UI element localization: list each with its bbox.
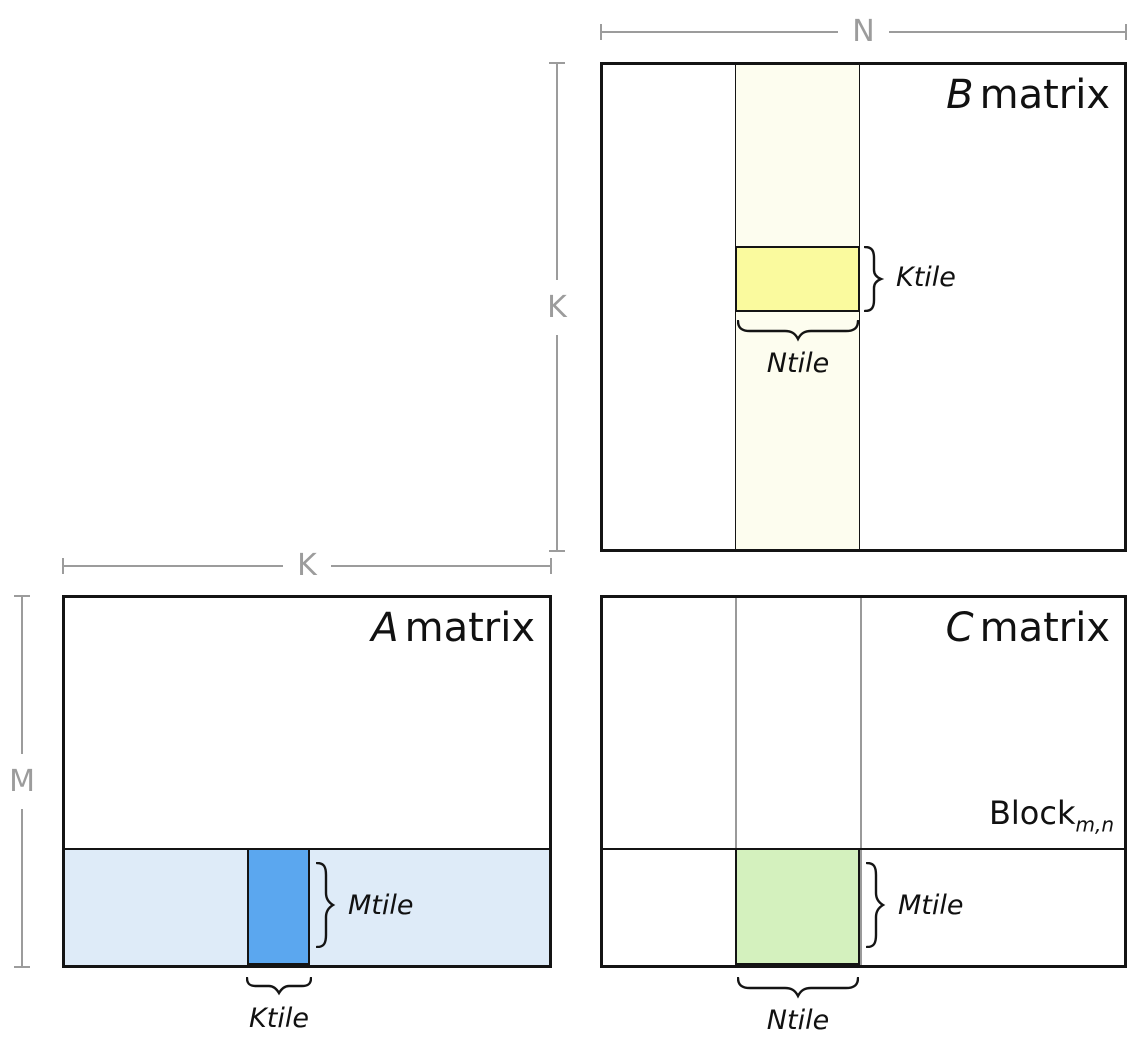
dimension-k-side: K [545, 62, 569, 552]
a-mtile-label: Mtile [348, 890, 414, 921]
dimension-m-label: M [9, 764, 35, 799]
a-ktile-label: Ktile [249, 1003, 309, 1034]
c-matrix-letter: C [945, 605, 974, 651]
b-ntile-label: Ntile [766, 348, 830, 379]
dimension-tick [549, 62, 565, 64]
dimension-line [602, 30, 839, 33]
dimension-tick [549, 550, 565, 552]
dimension-line [330, 564, 550, 567]
c-block-word: Block [988, 794, 1076, 832]
b-matrix-word: matrix [979, 72, 1110, 118]
b-ktile-brace [864, 246, 890, 312]
c-column-divider [860, 598, 862, 965]
dimension-n: N [600, 14, 1128, 49]
c-row-divider [603, 848, 1124, 850]
c-ntile-label: Ntile [766, 1005, 830, 1036]
a-matrix-letter: A [371, 605, 399, 651]
dimension-k-top: K [62, 548, 552, 583]
c-mtile-ntile-tile [735, 848, 860, 965]
dimension-line [64, 564, 284, 567]
dimension-k-top-label: K [297, 548, 317, 583]
c-matrix-word: matrix [979, 605, 1110, 651]
b-ntile-brace [737, 320, 859, 344]
a-matrix-word: matrix [404, 605, 535, 651]
dimension-line [556, 64, 558, 280]
dimension-tick [14, 595, 30, 597]
a-mtile-ktile-tile [247, 848, 310, 965]
c-block-subscript: m,n [1075, 812, 1114, 837]
dimension-line [556, 334, 558, 550]
dimension-tick [600, 23, 602, 40]
dimension-m: M [9, 595, 35, 968]
dimension-tick [14, 966, 30, 968]
dimension-line [21, 809, 23, 966]
dimension-line [888, 30, 1126, 33]
b-ktile-ntile-tile [735, 246, 860, 312]
c-mtile-label: Mtile [898, 890, 964, 921]
dimension-tick [550, 557, 552, 574]
dimension-line [21, 597, 23, 754]
b-matrix-letter: B [946, 72, 974, 118]
dimension-tick [1125, 23, 1128, 40]
dimension-n-label: N [852, 14, 875, 49]
c-block-label: Blockm,n [989, 794, 1114, 836]
c-column-divider [735, 598, 737, 965]
dimension-tick [62, 557, 64, 574]
c-mtile-brace [866, 862, 892, 948]
dimension-k-side-label: K [547, 289, 567, 325]
a-ktile-brace [246, 977, 312, 999]
c-ntile-brace [737, 977, 859, 1001]
a-mtile-brace [316, 862, 342, 948]
b-ktile-label: Ktile [896, 262, 956, 293]
